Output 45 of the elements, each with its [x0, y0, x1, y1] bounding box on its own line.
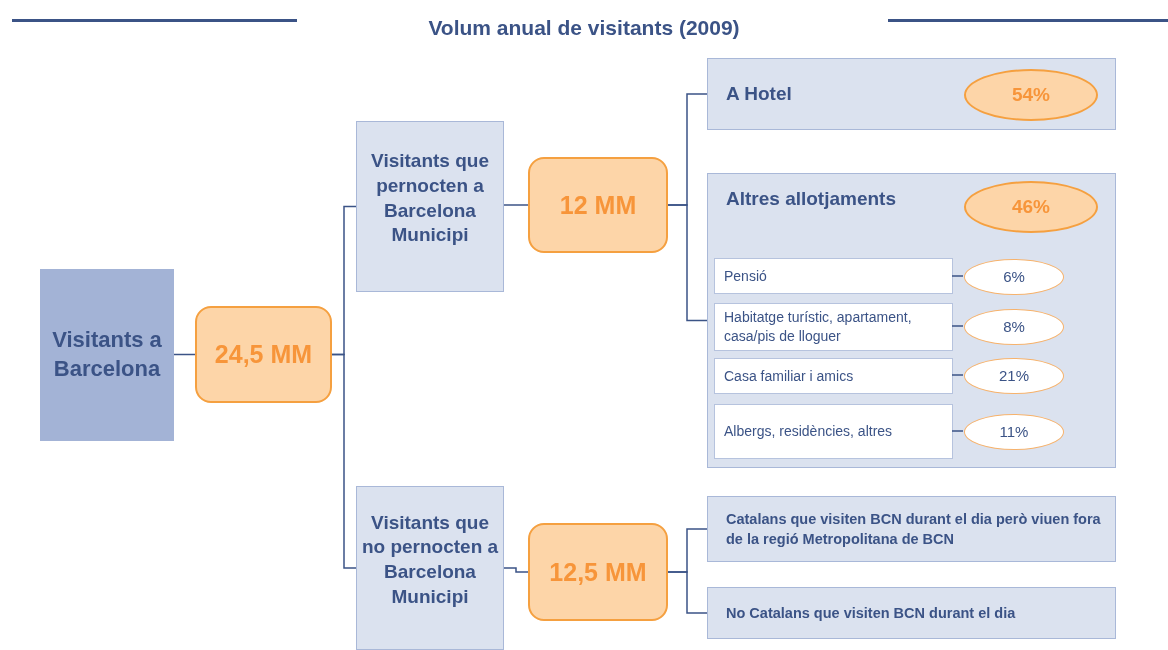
diagram-title: Volum anual de visitants (2009) [428, 16, 740, 40]
connector-line [667, 204, 708, 322]
node-label: 8% [1003, 317, 1025, 337]
subcategory-box [714, 358, 953, 394]
root-box [40, 269, 174, 441]
node-label: Visitants que pernocten a Barcelona Municipi [370, 149, 490, 248]
node-label: 12 MM [559, 189, 637, 221]
category-box [707, 587, 1116, 639]
node-label: 6% [1003, 267, 1025, 287]
node-label: 46% [1012, 194, 1050, 219]
subcategory-box [714, 404, 953, 459]
amount-box [195, 306, 332, 403]
amount-box [528, 157, 668, 253]
category-box [356, 486, 504, 650]
node-label: 54% [1012, 82, 1050, 107]
node-label: A Hotel [726, 81, 792, 106]
node-label: 12,5 MM [549, 556, 647, 588]
group-box [707, 173, 1116, 468]
node-label: Visitants que no pernocten a Barcelona Municipi [360, 510, 500, 609]
node-label: 11% [999, 422, 1029, 442]
connector-line [503, 204, 529, 206]
subcategory-box [714, 258, 953, 294]
connector-line [951, 275, 964, 277]
connector-line [331, 353, 357, 569]
category-box [707, 496, 1116, 562]
node-label: Visitants a Barcelona [51, 326, 163, 383]
connector-line [951, 430, 964, 432]
node-label: Altres allotjaments [726, 187, 896, 211]
subcategory-box [714, 303, 953, 351]
node-label: 21% [999, 366, 1029, 386]
node-label: Catalans que visiten BCN durant el dia però viuen fora de la regió Metropolitana de BCN [726, 509, 1102, 549]
amount-box [528, 523, 668, 621]
node-label: Albergs, residències, altres [724, 422, 893, 441]
connector-line [667, 571, 708, 614]
node-label: Pensió [724, 266, 767, 286]
connector-line [503, 567, 529, 573]
connector-line [173, 353, 196, 356]
node-label: 24,5 MM [214, 339, 313, 371]
node-label: Casa familiar i amics [724, 366, 854, 386]
connector-line [951, 374, 964, 376]
category-box [356, 121, 504, 292]
node-label: No Catalans que visiten BCN durant el dia [726, 603, 1016, 623]
connector-line [951, 325, 964, 327]
category-box [707, 58, 1116, 130]
node-label: Habitatge turístic, apartament, casa/pis de lloguer [724, 308, 913, 346]
